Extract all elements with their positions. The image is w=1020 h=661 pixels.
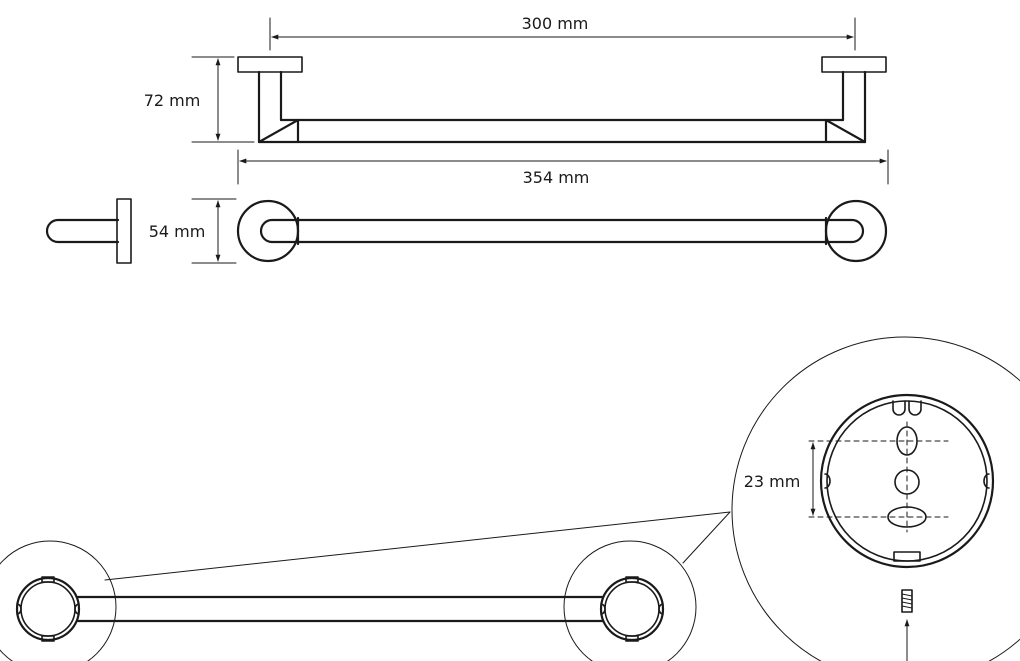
left-mounting-plate: [237, 56, 303, 73]
left-flange-circle: [236, 199, 300, 263]
side-elevation-view: 300 mm 72 mm 354 mm: [144, 14, 889, 187]
dimension-label-300: 300 mm: [522, 14, 589, 33]
detail-flange: [808, 393, 995, 569]
dimension-mount-spacing: 300 mm: [269, 14, 856, 51]
right-flange-circle: [824, 199, 888, 263]
towel-bar-side: [257, 118, 867, 144]
top-view: [236, 199, 888, 263]
end-view-plate: [116, 198, 132, 264]
towel-bar-rear: [76, 595, 605, 623]
left-detail-circle: [0, 540, 117, 661]
set-screw: [901, 589, 913, 613]
right-post: [824, 70, 867, 144]
dimension-label-23: 23 mm: [744, 472, 801, 491]
detail-zoom-circle: [731, 336, 1020, 661]
end-view: [45, 198, 132, 264]
leader-line-top: [104, 511, 731, 581]
dimension-label-72: 72 mm: [144, 91, 201, 110]
dimension-label-54: 54 mm: [149, 222, 206, 241]
rear-section-view: 23 mm: [0, 336, 1020, 661]
dimension-flange-diameter: 54 mm: [149, 198, 237, 264]
end-view-post: [45, 218, 120, 244]
leader-line-bottom: [682, 511, 731, 564]
right-flange-rear: [599, 576, 665, 642]
dimension-projection: 72 mm: [144, 56, 255, 143]
dimension-label-354: 354 mm: [523, 168, 590, 187]
dimension-hole-spacing: 23 mm: [744, 442, 816, 516]
left-flange-rear: [15, 576, 81, 642]
left-post: [257, 70, 300, 144]
dimension-overall-length: 354 mm: [237, 149, 889, 187]
towel-bar-top: [259, 218, 865, 244]
right-mounting-plate: [821, 56, 887, 73]
right-detail-circle: [563, 540, 697, 661]
